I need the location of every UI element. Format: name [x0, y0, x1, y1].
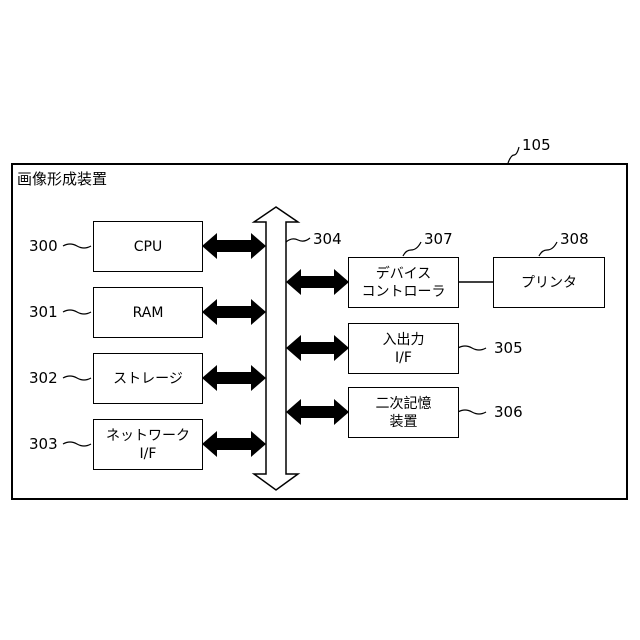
ref-307: 307 — [424, 230, 453, 248]
secondary-storage-block: 二次記憶 装置 — [348, 387, 459, 438]
ref-305: 305 — [494, 339, 523, 357]
ref-302: 302 — [29, 369, 58, 387]
printer-block: プリンタ — [493, 257, 605, 308]
io-if-label-line1: 入出力 — [383, 331, 425, 349]
device-controller-label-line2: コントローラ — [362, 283, 446, 301]
ref-308: 308 — [560, 230, 589, 248]
device-controller-label-line1: デバイス — [376, 265, 432, 283]
secondary-storage-label-line1: 二次記憶 — [376, 395, 432, 413]
cpu-block: CPU — [93, 221, 203, 272]
ram-label: RAM — [133, 304, 164, 322]
io-if-label-line2: I/F — [395, 349, 412, 367]
ram-block: RAM — [93, 287, 203, 338]
ref-306: 306 — [494, 403, 523, 421]
storage-label: ストレージ — [113, 370, 183, 388]
io-if-block: 入出力 I/F — [348, 323, 459, 374]
ref-303: 303 — [29, 435, 58, 453]
network-if-label-line1: ネットワーク — [106, 427, 190, 445]
printer-label: プリンタ — [521, 274, 577, 292]
ref-304: 304 — [313, 230, 342, 248]
cpu-label: CPU — [134, 238, 162, 256]
storage-block: ストレージ — [93, 353, 203, 404]
device-controller-block: デバイス コントローラ — [348, 257, 459, 308]
leader-105 — [508, 147, 519, 163]
ref-105: 105 — [522, 136, 551, 154]
network-if-block: ネットワーク I/F — [93, 419, 203, 470]
device-title: 画像形成装置 — [17, 169, 107, 189]
secondary-storage-label-line2: 装置 — [390, 413, 418, 431]
ref-301: 301 — [29, 303, 58, 321]
ref-300: 300 — [29, 237, 58, 255]
network-if-label-line2: I/F — [140, 445, 157, 463]
